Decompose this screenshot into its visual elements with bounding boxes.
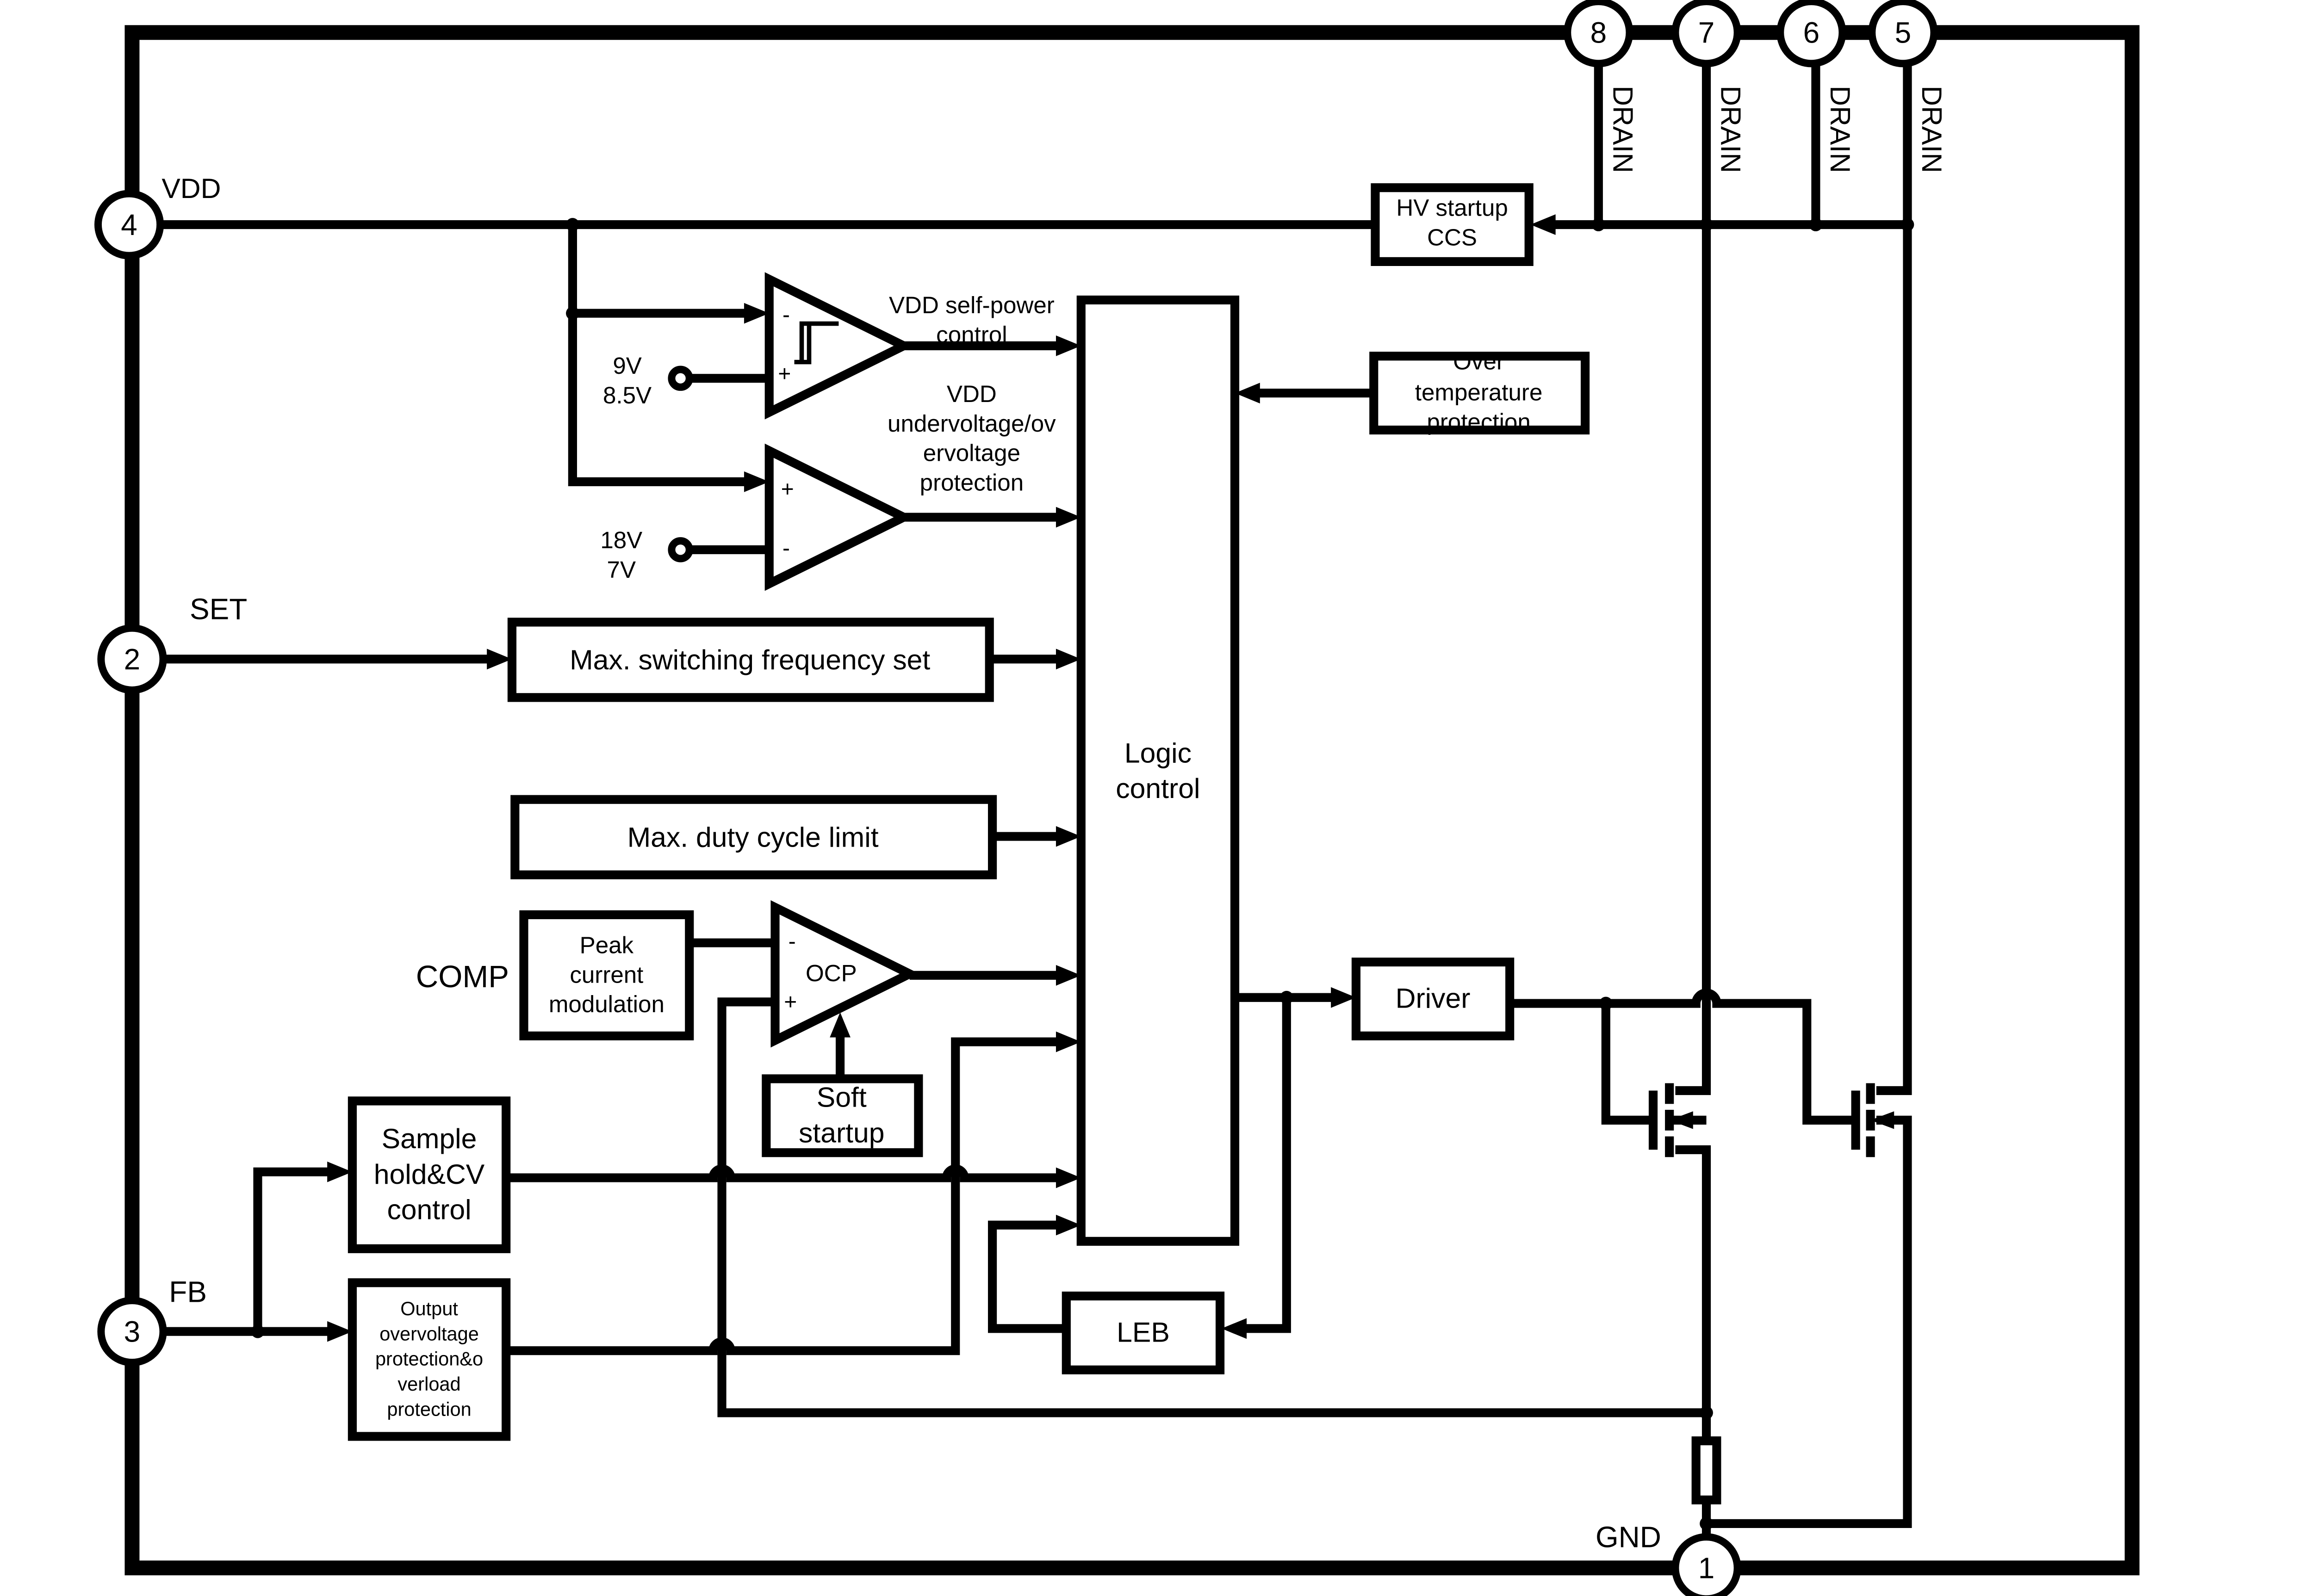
pin-3-fb: 3 FB [97, 1275, 207, 1367]
sample-hold-label-2: hold&CV [374, 1158, 485, 1190]
comp1-minus: - [782, 303, 790, 327]
over-temperature-block: Over temperature protection [1369, 348, 1590, 435]
soft-startup-label-1: Soft [817, 1082, 867, 1113]
pin-5-drain: 5 DRAIN [1868, 0, 1948, 173]
logic-label-1: Logic [1124, 737, 1192, 768]
peak-current-modulation-block: Peak current modulation [519, 910, 694, 1040]
max-freq-label: Max. switching frequency set [570, 644, 930, 675]
pin-3-label: FB [169, 1275, 207, 1308]
sample-hold-label-3: control [387, 1194, 471, 1225]
pin-5-label: DRAIN [1916, 86, 1948, 173]
uvlo-label-3: ervoltage [923, 440, 1020, 466]
max-duty-label: Max. duty cycle limit [627, 821, 879, 853]
driver-block: Driver [1351, 958, 1515, 1040]
ocp-plus: + [784, 990, 797, 1015]
output-overvoltage-block: Output overvoltage protection&o verload … [348, 1278, 511, 1441]
ref-8-5v: 8.5V [603, 382, 652, 408]
logic-label-2: control [1116, 773, 1200, 804]
comp-label: COMP [416, 959, 509, 994]
self-power-label-1: VDD self-power [889, 292, 1055, 318]
pin-7-number: 7 [1698, 16, 1715, 49]
power-mosfet-2 [1851, 1083, 1875, 1157]
power-mosfet-1 [1648, 1083, 1707, 1157]
output-ovp-label-2: overvoltage [379, 1323, 479, 1344]
wiring [160, 62, 1912, 1537]
pin-5-number: 5 [1895, 16, 1912, 49]
sample-hold-label-1: Sample [382, 1123, 477, 1154]
ref-9v: 9V [613, 353, 642, 379]
uvlo-label-2: undervoltage/ov [888, 410, 1056, 437]
output-ovp-label-1: Output [400, 1298, 458, 1319]
leb-block: LEB [1062, 1291, 1225, 1374]
max-duty-cycle-block: Max. duty cycle limit [510, 795, 997, 879]
pin-4-label: VDD [161, 173, 221, 204]
soft-startup-label-2: startup [799, 1117, 885, 1148]
output-ovp-label-4: verload [397, 1373, 460, 1395]
ref-18v: 18V [600, 527, 642, 553]
comp2-plus: + [781, 477, 794, 501]
pin-3-number: 3 [124, 1315, 141, 1349]
sample-hold-cv-block: Sample hold&CV control [348, 1096, 511, 1253]
pin-2-set: 2 SET [97, 592, 247, 694]
pin-8-number: 8 [1590, 16, 1607, 49]
arrowheads [327, 214, 1894, 1342]
uvlo-label-1: VDD [947, 381, 997, 407]
hv-startup-label-1: HV startup [1396, 194, 1508, 221]
pin-1-number: 1 [1698, 1552, 1715, 1585]
ocp-label: OCP [806, 960, 857, 986]
max-switching-frequency-block: Max. switching frequency set [507, 618, 994, 702]
pin-1-label: GND [1596, 1521, 1661, 1554]
ref-terminal-9v [668, 365, 693, 391]
chip-outline [124, 25, 2140, 1576]
leb-label: LEB [1117, 1317, 1170, 1348]
comparator-uvlo-ovp: + - [764, 443, 914, 591]
comp2-minus: - [782, 536, 790, 561]
soft-startup-block: Soft startup [762, 1074, 923, 1157]
pin-2-label: SET [190, 592, 247, 625]
over-temp-label-2: temperature [1415, 379, 1543, 406]
pin-8-label: DRAIN [1607, 86, 1639, 173]
comp1-plus: + [778, 362, 791, 386]
over-temp-label-1: Over [1453, 348, 1504, 375]
sense-resistor [1691, 1436, 1721, 1504]
hv-startup-label-2: CCS [1427, 224, 1477, 250]
peak-current-label-3: modulation [549, 991, 664, 1017]
output-ovp-label-3: protection&o [375, 1348, 483, 1370]
pin-8-drain: 8 DRAIN [1564, 0, 1639, 173]
pin-7-drain: 7 DRAIN [1671, 0, 1746, 173]
ocp-comparator: - + OCP [770, 900, 920, 1048]
pin-1-gnd: 1 GND [1596, 1521, 1741, 1596]
peak-current-label-1: Peak [580, 932, 634, 958]
over-temp-label-3: protection [1427, 409, 1530, 435]
hv-startup-block: HV startup CCS [1371, 183, 1534, 266]
ref-7v: 7V [607, 557, 636, 583]
hysteresis-icon [794, 321, 839, 365]
uvlo-label-4: protection [920, 470, 1024, 496]
comparator-self-power: - + [764, 272, 914, 420]
self-power-label-2: control [936, 322, 1007, 348]
output-ovp-label-5: protection [387, 1398, 471, 1420]
pin-6-number: 6 [1803, 16, 1820, 49]
ocp-minus: - [789, 929, 796, 954]
driver-label: Driver [1396, 983, 1471, 1014]
pin-4-number: 4 [121, 208, 137, 241]
logic-control-block: Logic control [1076, 295, 1240, 1246]
peak-current-label-2: current [570, 961, 643, 988]
pin-4-vdd: 4 VDD [94, 173, 221, 260]
junction-dots [251, 218, 1914, 1530]
pin-7-label: DRAIN [1715, 86, 1746, 173]
pin-2-number: 2 [124, 643, 141, 676]
pin-6-label: DRAIN [1825, 86, 1856, 173]
ref-terminal-18v [668, 537, 693, 563]
pin-6-drain: 6 DRAIN [1776, 0, 1856, 173]
